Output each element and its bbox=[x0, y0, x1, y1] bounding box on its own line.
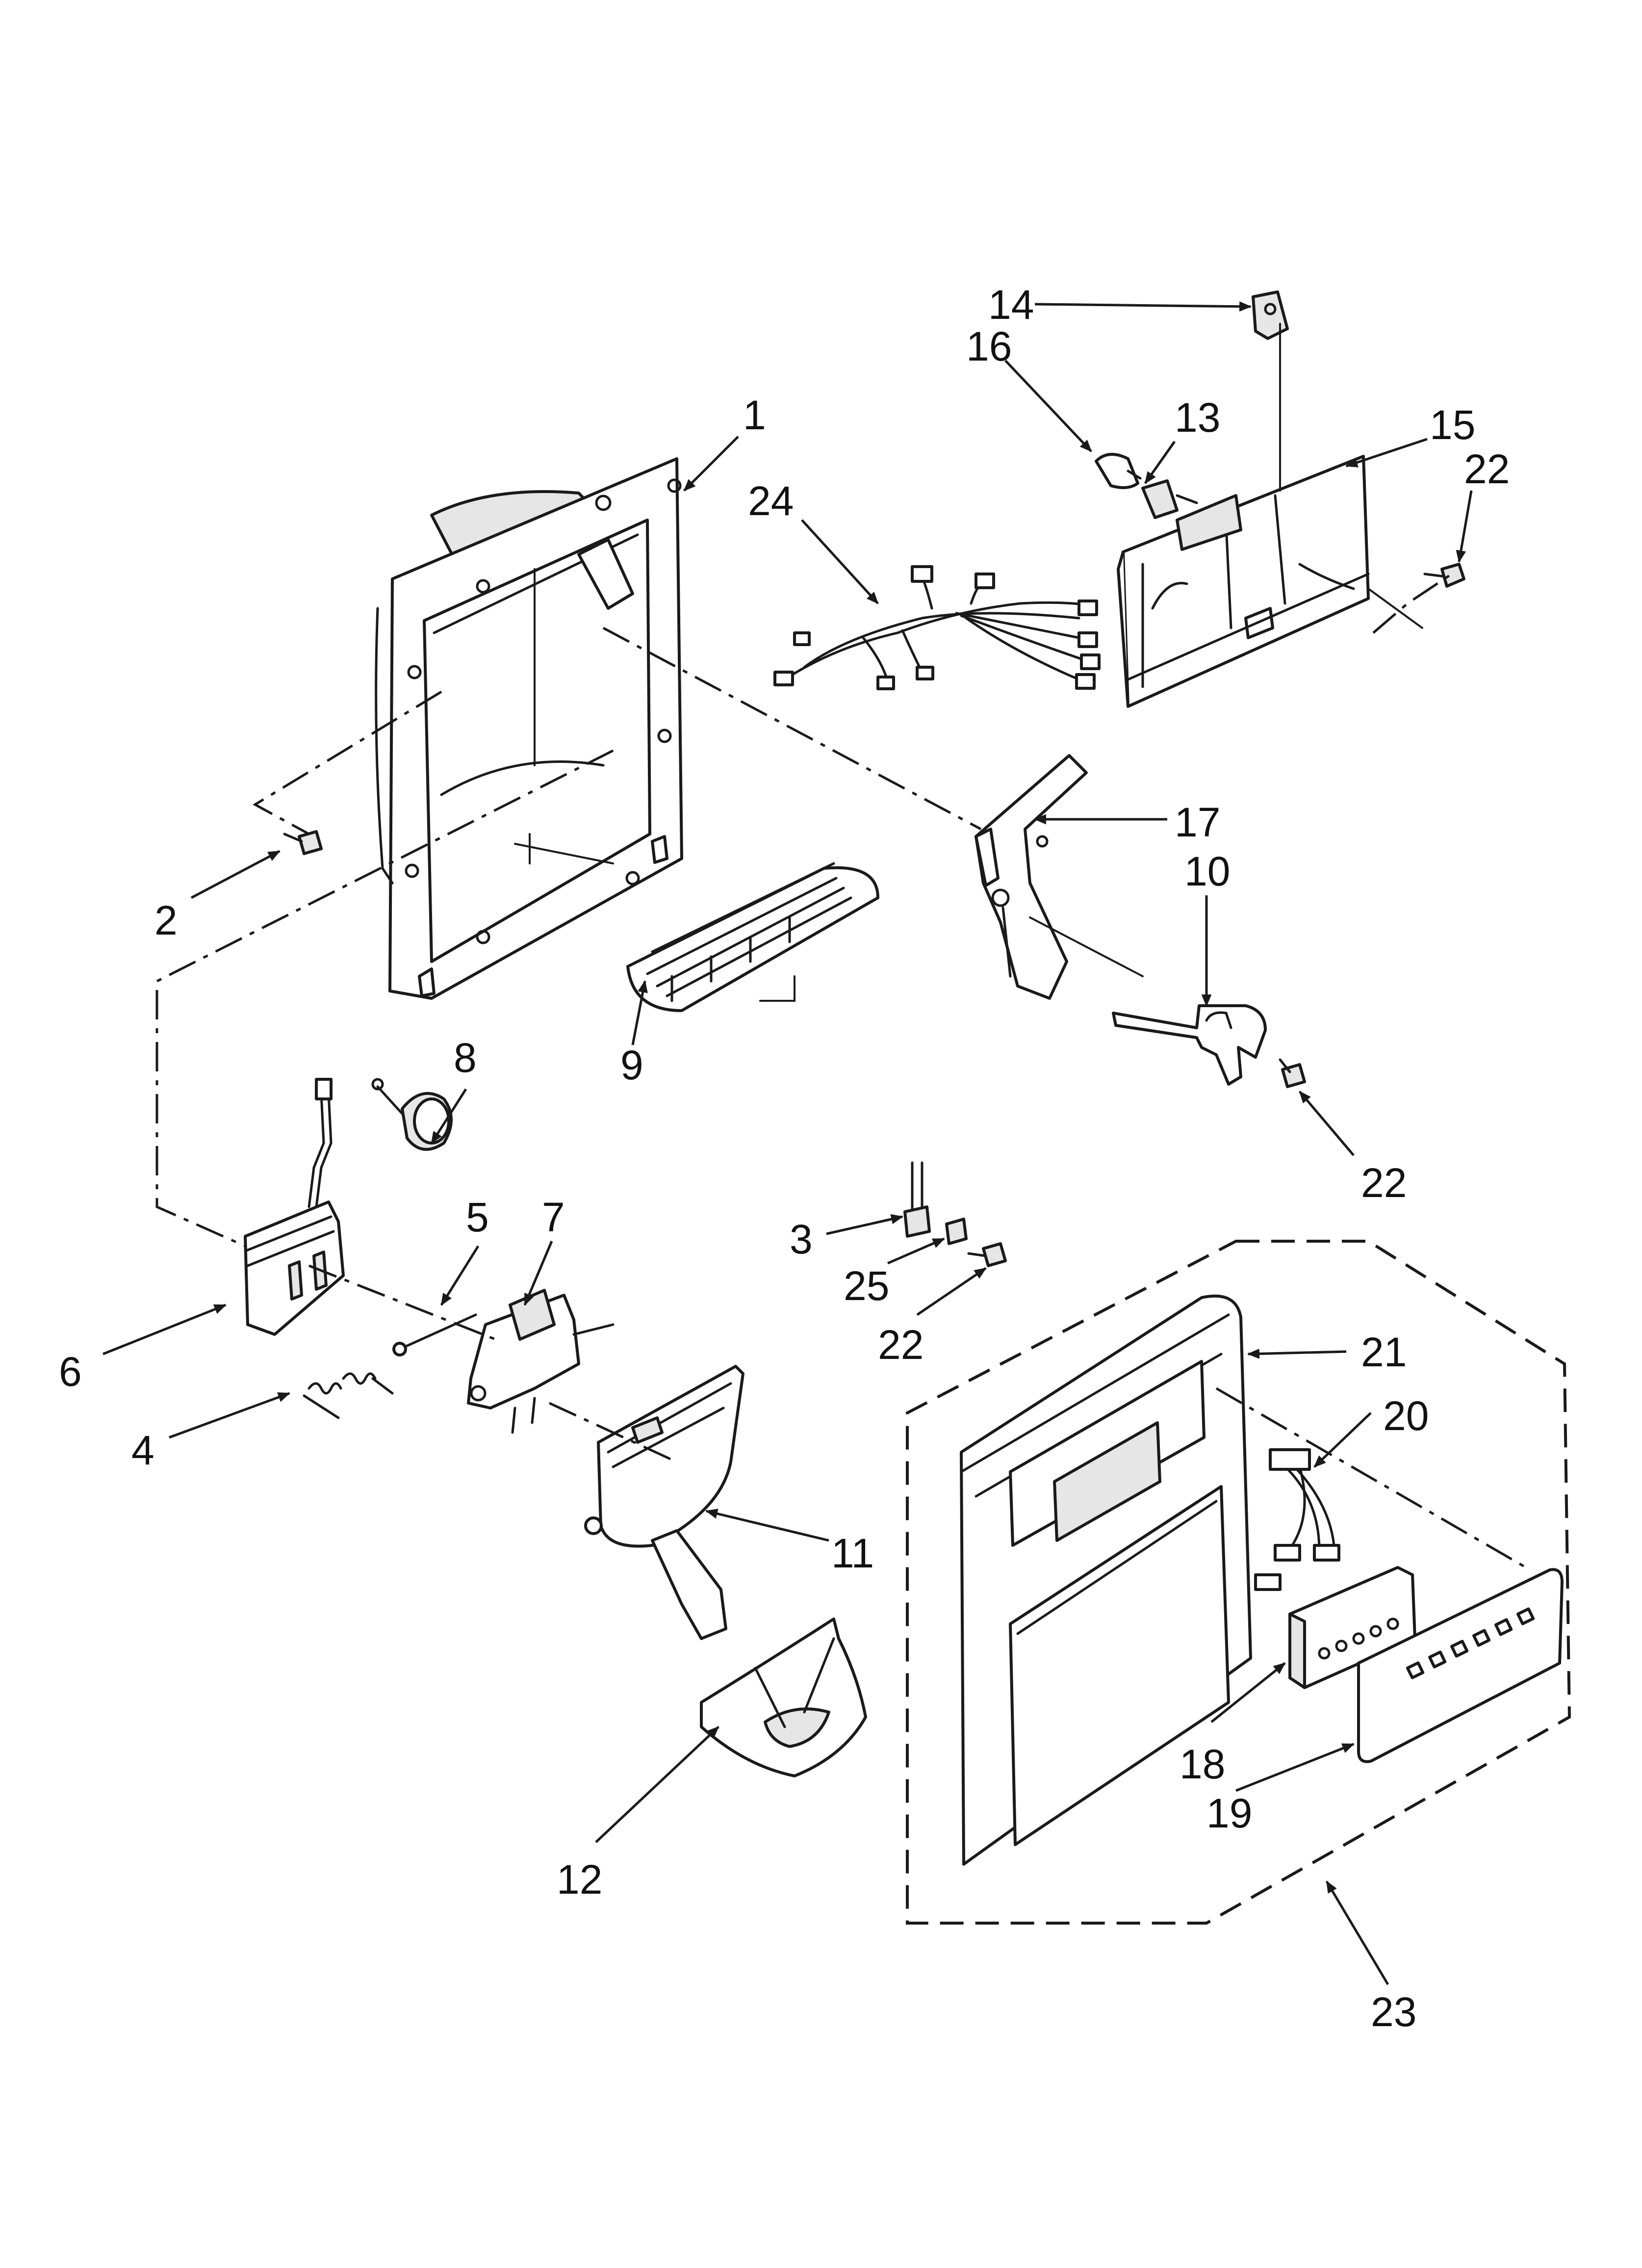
control-overlay-part bbox=[1357, 1568, 1564, 1763]
callout-1: 1 bbox=[743, 392, 766, 438]
housing-frame-part bbox=[375, 457, 683, 1000]
callout-8: 8 bbox=[454, 1035, 477, 1081]
actuator-arm-part bbox=[975, 754, 1088, 1000]
ice-chute-part bbox=[700, 1617, 867, 1777]
callout-4: 4 bbox=[131, 1427, 154, 1473]
control-wiring-part bbox=[1254, 1448, 1340, 1591]
control-housing-part bbox=[1117, 455, 1370, 708]
callout-7: 7 bbox=[542, 1194, 565, 1240]
screw-part-left bbox=[283, 830, 323, 855]
callout-5: 5 bbox=[466, 1194, 489, 1240]
alignment-lines bbox=[155, 323, 1531, 1571]
callout-24: 24 bbox=[748, 478, 794, 524]
dispenser-lever-part bbox=[1112, 1004, 1267, 1086]
microswitch-part bbox=[1252, 290, 1289, 340]
callout-22-mid: 22 bbox=[1361, 1160, 1407, 1206]
hinge-bracket-part bbox=[467, 1289, 615, 1434]
retainer-part bbox=[945, 1218, 968, 1245]
callout-15: 15 bbox=[1430, 402, 1475, 448]
callout-19: 19 bbox=[1206, 1790, 1252, 1836]
callout-18: 18 bbox=[1180, 1741, 1225, 1787]
callout-labels: 1 2 3 4 5 6 7 8 9 10 11 12 13 14 15 16 1… bbox=[59, 282, 1510, 2035]
callout-25: 25 bbox=[844, 1263, 889, 1309]
screw-part-center bbox=[967, 1242, 1007, 1267]
callout-12: 12 bbox=[557, 1856, 602, 1903]
leader-lines bbox=[103, 301, 1473, 1985]
callout-2: 2 bbox=[154, 897, 178, 943]
callout-10: 10 bbox=[1184, 848, 1230, 894]
callout-11: 11 bbox=[831, 1530, 874, 1576]
spring-part bbox=[303, 1372, 394, 1419]
callout-6: 6 bbox=[59, 1349, 82, 1395]
callout-3: 3 bbox=[790, 1216, 813, 1262]
callout-14: 14 bbox=[988, 282, 1034, 328]
callout-17: 17 bbox=[1175, 799, 1220, 845]
screw-part-mid-right bbox=[1279, 1058, 1306, 1088]
solenoid-block-part bbox=[244, 1078, 345, 1336]
callout-23: 23 bbox=[1371, 1989, 1416, 2035]
screw-part-top-right bbox=[1423, 563, 1465, 588]
clip-part bbox=[903, 1161, 931, 1238]
callout-16: 16 bbox=[966, 323, 1012, 369]
front-panel-part bbox=[960, 1294, 1252, 1866]
dispenser-front-assembly bbox=[906, 1240, 1571, 1925]
solenoid-part bbox=[371, 1078, 453, 1151]
light-bulb-part bbox=[1095, 453, 1142, 489]
drip-grille-part bbox=[626, 862, 879, 1012]
control-board-part bbox=[1288, 1566, 1416, 1689]
callout-13: 13 bbox=[1175, 394, 1220, 441]
pivot-pin-part bbox=[392, 1313, 477, 1356]
callout-20: 20 bbox=[1383, 1393, 1429, 1439]
lamp-socket-part bbox=[1141, 479, 1198, 519]
callout-9: 9 bbox=[620, 1042, 643, 1088]
chute-door-arm-part bbox=[584, 1365, 744, 1640]
callout-21: 21 bbox=[1361, 1329, 1407, 1375]
callout-22-center: 22 bbox=[878, 1322, 924, 1368]
wire-harness-part bbox=[773, 565, 1101, 690]
callout-22-top: 22 bbox=[1464, 446, 1510, 492]
